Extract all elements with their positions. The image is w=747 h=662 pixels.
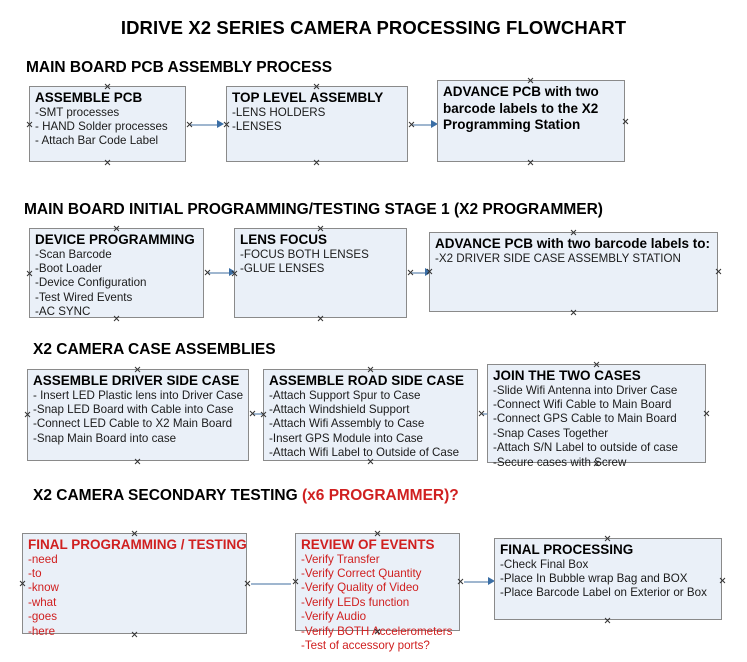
node-line: -Test Wired Events [35,290,133,304]
node-title: ASSEMBLE ROAD SIDE CASE [269,373,465,388]
connector-line [412,124,432,126]
arrow-head-icon [229,268,236,276]
node-line: -Insert GPS Module into Case [269,431,424,445]
node-line: -Verify Quality of Video [301,581,419,595]
section-heading-x2-camera-secondary-testing: X2 CAMERA SECONDARY TESTING (x6 PROGRAMM… [33,487,459,505]
connector-line [251,583,291,585]
arrow-head-icon [431,120,438,128]
node-title: ASSEMBLE PCB [35,90,143,105]
node-line: -Connect LED Cable to X2 Main Board [33,417,233,431]
connector-line [208,272,230,274]
node-line: -LENSES [232,119,282,133]
node-assemble-driver-side-case[interactable]: ASSEMBLE DRIVER SIDE CASE - Insert LED P… [27,369,249,461]
node-title: ADVANCE PCB with two barcode labels to: [435,236,711,251]
node-line: -Place In Bubble wrap Bag and BOX [500,571,688,585]
node-line: -Verify BOTH Accelerometers [301,624,453,638]
node-final-processing[interactable]: FINAL PROCESSING -Check Final Box -Place… [494,538,722,620]
section-heading-main-board-pcb-assembly: MAIN BOARD PCB ASSEMBLY PROCESS [26,59,332,77]
node-line-overflow: -Test of accessory ports? [301,638,430,652]
node-line: -Boot Loader [35,261,103,275]
node-top-level-assembly[interactable]: TOP LEVEL ASSEMBLY -LENS HOLDERS -LENSES [226,86,408,162]
section-heading-text: X2 CAMERA SECONDARY TESTING [33,487,302,504]
node-line: -SMT processes [35,105,120,119]
node-line: -Attach Wifi Assembly to Case [269,417,425,431]
node-line: -X2 DRIVER SIDE CASE ASSEMBLY STATION [435,251,681,265]
node-line: -GLUE LENSES [240,261,325,275]
node-line: -Snap Cases Together [493,426,609,440]
node-line: -LENS HOLDERS [232,105,326,119]
node-line: -Attach S/N Label to outside of case [493,441,678,455]
node-line: -Connect GPS Cable to Main Board [493,412,677,426]
node-line: - Attach Bar Code Label [35,134,159,148]
connector-line [190,124,218,126]
page-title: IDRIVE X2 SERIES CAMERA PROCESSING FLOWC… [120,17,627,38]
section-heading-main-board-initial-programming: MAIN BOARD INITIAL PROGRAMMING/TESTING S… [24,201,603,219]
node-line: -FOCUS BOTH LENSES [240,247,369,261]
node-title: JOIN THE TWO CASES [493,368,641,383]
arrow-head-icon [488,577,495,585]
node-line: -Verify Transfer [301,552,380,566]
node-title: FINAL PROGRAMMING / TESTING [28,537,247,552]
node-line: -Verify Audio [301,610,367,624]
node-title: LENS FOCUS [240,232,328,247]
node-line: -Scan Barcode [35,247,112,261]
arrow-head-icon [217,120,224,128]
node-line: -Secure cases with Screw [493,455,627,469]
section-heading-x2-camera-case-assemblies: X2 CAMERA CASE ASSEMBLIES [33,341,276,359]
node-line: -Attach Support Spur to Case [269,388,421,402]
node-title: FINAL PROCESSING [500,542,634,557]
section-heading-text: X2 CAMERA CASE ASSEMBLIES [33,341,276,358]
node-assemble-road-side-case[interactable]: ASSEMBLE ROAD SIDE CASE -Attach Support … [263,369,478,461]
section-heading-text: MAIN BOARD INITIAL PROGRAMMING/TESTING S… [24,201,603,218]
node-title: TOP LEVEL ASSEMBLY [232,90,384,105]
node-line: - Insert LED Plastic lens into Driver Ca… [33,388,244,402]
node-title: ASSEMBLE DRIVER SIDE CASE [33,373,240,388]
node-line: -Verify LEDs function [301,595,410,609]
node-lens-focus[interactable]: LENS FOCUS -FOCUS BOTH LENSES -GLUE LENS… [234,228,407,318]
node-line: -know [28,581,59,595]
node-line: -Verify Correct Quantity [301,566,422,580]
node-join-the-two-cases[interactable]: JOIN THE TWO CASES -Slide Wifi Antenna i… [487,364,706,469]
node-advance-pcb-to-driver-side-case-assembly[interactable]: ADVANCE PCB with two barcode labels to: … [429,232,718,312]
node-title: DEVICE PROGRAMMING [35,232,195,247]
node-line: -Slide Wifi Antenna into Driver Case [493,383,678,397]
node-line: -to [28,566,42,580]
node-review-of-events[interactable]: REVIEW OF EVENTS -Verify Transfer -Verif… [295,533,460,652]
node-advance-pcb-to-x2-programming-station[interactable]: ADVANCE PCB with two barcode labels to t… [437,80,625,162]
node-line: -Attach Windshield Support [269,402,410,416]
arrow-head-icon [425,268,432,276]
section-heading-text: MAIN BOARD PCB ASSEMBLY PROCESS [26,59,333,76]
node-assemble-pcb[interactable]: ASSEMBLE PCB -SMT processes - HAND Solde… [29,86,186,162]
node-line: -need [28,552,58,566]
node-title: REVIEW OF EVENTS [301,537,435,552]
connector-line [411,272,426,274]
node-line: -Snap LED Board with Cable into Case [33,402,234,416]
node-device-programming[interactable]: DEVICE PROGRAMMING -Scan Barcode -Boot L… [29,228,204,318]
connector-line [464,581,490,583]
connector-line [253,413,267,415]
node-line: -what [28,595,57,609]
section-heading-accent: (x6 PROGRAMMER)? [302,487,459,504]
node-line: -Check Final Box [500,557,589,571]
node-line: -Place Barcode Label on Exterior or Box [500,586,707,600]
node-line: -Connect Wifi Cable to Main Board [493,397,672,411]
node-line: -Device Configuration [35,276,147,290]
node-line: -Snap Main Board into case [33,431,177,445]
node-line: -Attach Wifi Label to Outside of Case [269,446,460,460]
node-title: ADVANCE PCB with two barcode labels to t… [443,84,599,132]
node-final-programming-testing[interactable]: FINAL PROGRAMMING / TESTING -need -to -k… [22,533,247,638]
node-line: - HAND Solder processes [35,119,168,133]
node-line: -goes [28,610,58,624]
node-line: -AC SYNC [35,305,91,319]
node-line: -here [28,624,56,638]
